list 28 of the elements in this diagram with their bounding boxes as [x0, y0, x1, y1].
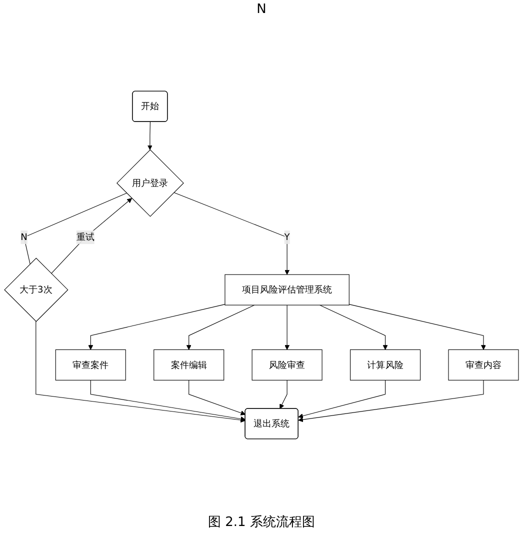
edge-label: 重试 [76, 232, 94, 242]
arrow [284, 304, 290, 350]
node-box: 案件编辑 [154, 349, 224, 380]
node-box: 审查案件 [55, 349, 126, 380]
arrow [348, 304, 486, 350]
connector [24, 192, 127, 264]
node-box: 审查内容 [448, 349, 519, 380]
arrow [90, 380, 246, 422]
arrow [298, 380, 484, 422]
edge-label: N [20, 232, 28, 242]
flow-label: N [256, 2, 266, 17]
edge-label: Y [284, 232, 290, 242]
arrow [147, 122, 152, 150]
arrow [319, 304, 388, 350]
arrow [280, 380, 288, 409]
arrow [188, 380, 246, 416]
node-box: 风险审查 [252, 349, 322, 380]
arrow [298, 380, 386, 418]
arrow [50, 198, 132, 274]
arrow [186, 304, 255, 350]
node-box: 计算风险 [350, 349, 421, 380]
node-diamond: 用户登录 [116, 149, 184, 217]
caption: 图 2.1 系统流程图 [208, 514, 315, 531]
arrow [88, 304, 226, 350]
arrow [36, 321, 246, 423]
arrow [174, 192, 290, 275]
node-diamond: 大于3次 [4, 258, 68, 322]
node-box: 项目风险评估管理系统 [224, 274, 350, 306]
